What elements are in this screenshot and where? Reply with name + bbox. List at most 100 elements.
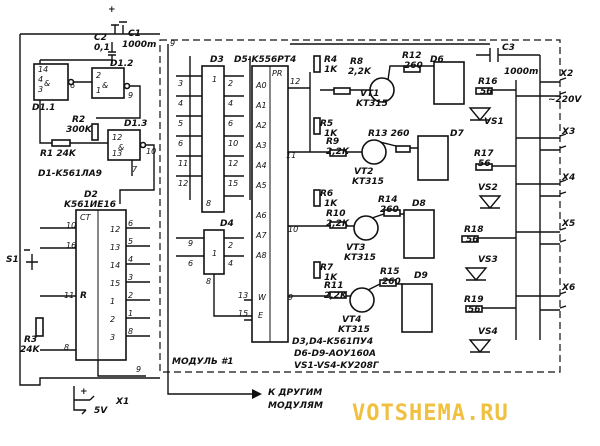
svg-text:+: +: [108, 5, 116, 15]
svg-text:KT315: KT315: [338, 325, 370, 335]
svg-text:4: 4: [38, 75, 43, 84]
svg-text:X3: X3: [561, 127, 575, 137]
svg-text:R18: R18: [464, 225, 483, 235]
svg-text:R19: R19: [464, 295, 483, 305]
d1-3-label: D1.3: [124, 119, 147, 129]
module-label: МОДУЛЬ #1: [172, 357, 234, 367]
d1-1-and: &: [44, 79, 50, 88]
svg-text:15: 15: [238, 309, 248, 318]
svg-text:56: 56: [478, 159, 491, 169]
svg-text:4: 4: [128, 255, 133, 264]
svg-text:VS1: VS1: [484, 117, 504, 127]
x1-label: X1: [115, 397, 129, 407]
r3-value: 24K: [20, 345, 41, 355]
svg-text:D8: D8: [412, 199, 426, 209]
mains-label: ~220V: [548, 95, 582, 105]
x4-connector: X4: [516, 173, 575, 197]
svg-text:1K: 1K: [324, 129, 338, 139]
svg-text:8: 8: [128, 327, 133, 336]
r2-value: 300K: [66, 125, 93, 135]
svg-text:R15: R15: [380, 267, 399, 277]
svg-text:3: 3: [38, 85, 43, 94]
vt4-transistor: [349, 287, 375, 313]
d1-2-label: D1.2: [110, 59, 133, 69]
d1-1-label: D1.1: [32, 103, 55, 113]
svg-text:E: E: [258, 311, 264, 320]
svg-text:11: 11: [178, 159, 188, 168]
svg-text:4: 4: [228, 99, 233, 108]
svg-text:2,2K: 2,2K: [326, 219, 350, 229]
channel-3: R6 1K R10 2,2K VT3 KT315 R14 260 D8 R18 …: [310, 189, 498, 282]
svg-text:1K: 1K: [324, 273, 338, 283]
svg-text:9: 9: [136, 365, 141, 374]
svg-text:13: 13: [238, 291, 248, 300]
svg-text:KT315: KT315: [352, 177, 384, 187]
svg-text:A8: A8: [255, 251, 267, 260]
d4-chip: D4 1 9 6 2 4 8: [176, 219, 252, 317]
svg-text:6: 6: [228, 119, 233, 128]
svg-text:1: 1: [212, 249, 217, 258]
svg-text:R13 260: R13 260: [368, 129, 409, 139]
r3-name: R3: [24, 335, 37, 345]
svg-text:D3,D4-K561ПУ4: D3,D4-K561ПУ4: [292, 337, 373, 347]
svg-text:16: 16: [66, 241, 76, 250]
svg-text:VS1-VS4-KУ208Г: VS1-VS4-KУ208Г: [294, 361, 380, 371]
svg-text:1K: 1K: [324, 199, 338, 209]
svg-text:R14: R14: [378, 195, 397, 205]
channel-2: R5 1K R9 2,2K VT2 KT315 R13 260 D7 R17 5…: [310, 117, 502, 210]
svg-text:12: 12: [112, 133, 122, 142]
svg-text:X2: X2: [559, 69, 573, 79]
x6-connector: X6: [516, 283, 575, 311]
to-modules-line2: МОДУЛЯМ: [268, 401, 323, 411]
watermark: VOTSHEMA.RU: [352, 401, 509, 426]
svg-text:VS2: VS2: [478, 183, 498, 193]
svg-text:D7: D7: [450, 129, 464, 139]
svg-text:260: 260: [404, 61, 423, 71]
svg-text:11: 11: [286, 151, 296, 160]
svg-text:10: 10: [228, 139, 238, 148]
parts-note: D3,D4-K561ПУ4 D6-D9-AOУ160A VS1-VS4-KУ20…: [292, 337, 380, 371]
svg-text:VT3: VT3: [346, 243, 365, 253]
svg-text:56: 56: [480, 87, 493, 97]
svg-text:6: 6: [178, 139, 183, 148]
svg-text:A5: A5: [255, 181, 267, 190]
d2-counter: D2 K561ИЕ16 CT 10 16 R 11 8 12 13 14 15 …: [40, 190, 150, 377]
r9-resistor: [329, 149, 347, 157]
d2-name: D2: [84, 190, 98, 200]
svg-text:R4: R4: [324, 55, 337, 65]
svg-text:R6: R6: [320, 189, 333, 199]
r4-resistor: [313, 55, 321, 73]
svg-text:3: 3: [110, 333, 115, 342]
svg-text:6: 6: [70, 81, 75, 90]
svg-text:VT2: VT2: [354, 167, 373, 177]
r5-resistor: [313, 117, 321, 135]
svg-text:10: 10: [146, 147, 156, 156]
svg-text:8: 8: [206, 199, 211, 208]
svg-text:R8: R8: [350, 57, 363, 67]
s1-switch[interactable]: S1: [6, 249, 38, 270]
x3-connector: X3: [516, 127, 575, 151]
r1-resistor: [51, 139, 71, 147]
svg-text:+: +: [80, 387, 88, 397]
r7-resistor: [313, 261, 321, 279]
svg-text:2,2K: 2,2K: [326, 147, 350, 157]
d3-label: D3: [210, 55, 224, 65]
svg-text:9: 9: [288, 293, 293, 302]
vt2-transistor: [361, 139, 387, 165]
channel-1: R4 1K R8 2,2K VT1 KT315 R12 260 D6 R16 5…: [309, 51, 504, 152]
svg-text:7: 7: [132, 165, 138, 174]
svg-text:12: 12: [110, 225, 120, 234]
svg-text:9: 9: [188, 239, 193, 248]
svg-text:X5: X5: [561, 219, 575, 229]
r15-resistor: [379, 279, 397, 287]
d8-optocoupler: [403, 209, 435, 259]
svg-text:4: 4: [228, 259, 233, 268]
svg-text:2: 2: [228, 79, 233, 88]
d7-optocoupler: [417, 135, 449, 181]
svg-text:R11: R11: [324, 281, 343, 291]
svg-text:A3: A3: [255, 141, 267, 150]
svg-text:D6: D6: [430, 55, 444, 65]
r14-resistor: [383, 209, 401, 217]
